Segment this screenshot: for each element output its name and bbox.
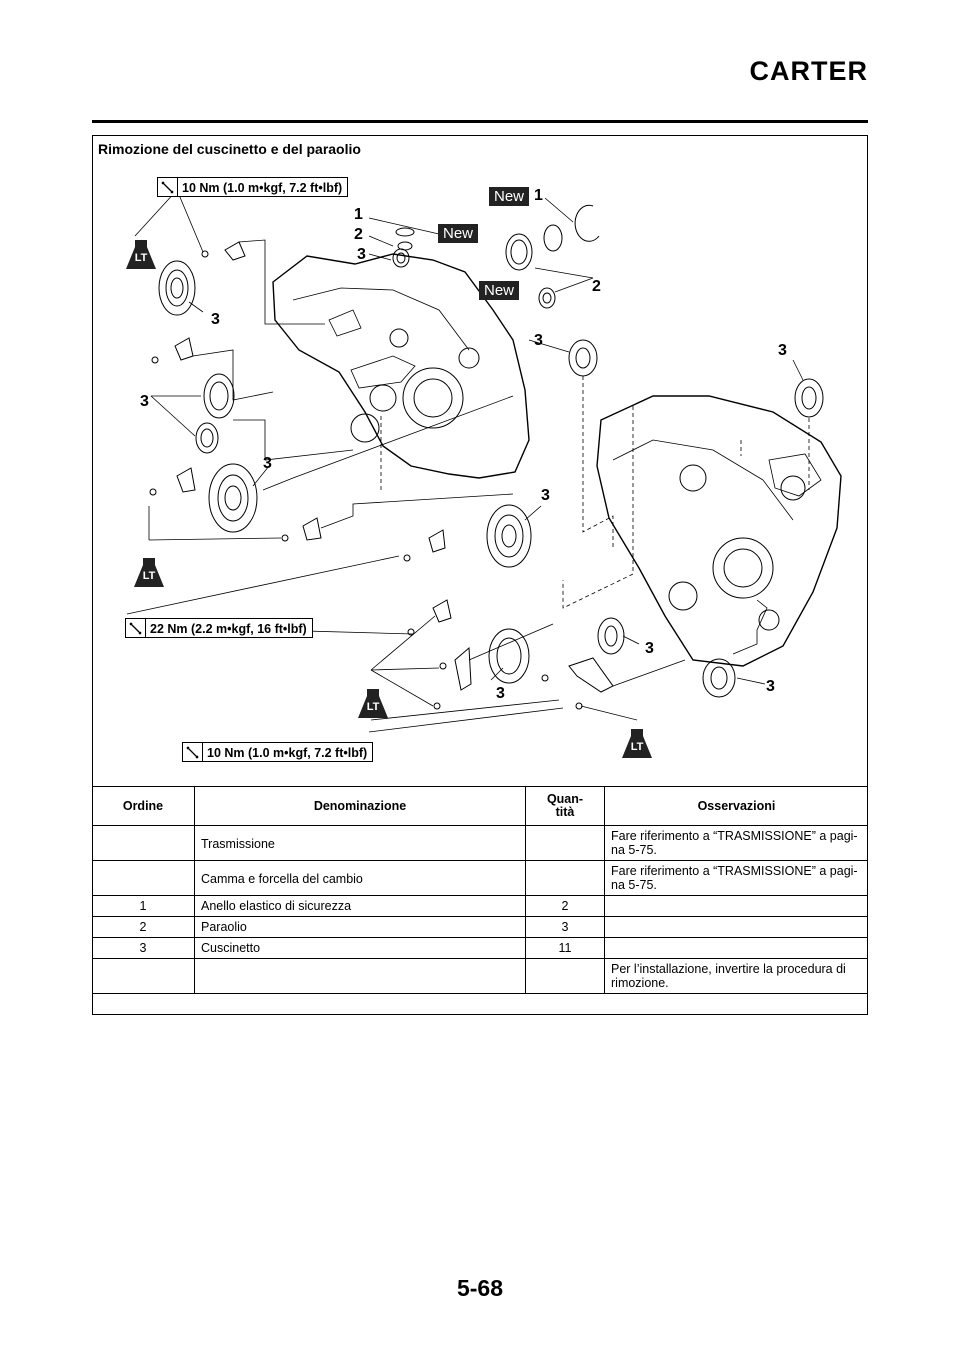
cell-name: Camma e forcella del cambio [194,860,526,896]
lt-badge-1: LT [124,238,158,277]
cell-notes [604,937,868,959]
retaining-plates [149,241,614,710]
header-rule [92,120,868,123]
table-row: Trasmissione Fare riferimento a “TRASMIS… [92,825,868,861]
torque-label-bottom: 10 Nm (1.0 m•kgf, 7.2 ft•lbf) [182,742,374,762]
table-header-row: Ordine Denominazione Quan- tità Osservaz… [92,786,868,826]
cell-name: Cuscinetto [194,937,526,959]
callout-3: 3 [496,685,505,702]
cell-qty: 3 [525,916,605,938]
callout-1: 1 [354,206,363,223]
table-row: Camma e forcella del cambio Fare riferim… [92,860,868,896]
callout-3: 3 [140,393,149,410]
crankcase-exploded-diagram [126,189,842,733]
right-crankcase-half [596,395,842,667]
new-badge-seal: New [479,281,520,300]
cell-notes: Fare riferimento a “TRASMISSIONE” a pagi… [604,860,868,896]
cell-order: 2 [92,916,195,938]
callout-2: 2 [354,226,363,243]
callout-3: 3 [263,455,272,472]
cell-name [194,958,526,994]
cell-qty [525,825,605,861]
callout-1: 1 [534,187,543,204]
torque-wrench-icon [126,619,146,637]
table-row: Per l’installazione, invertire la proced… [92,958,868,994]
cell-qty: 2 [525,895,605,917]
cell-order: 1 [92,895,195,917]
callout-3: 3 [645,640,654,657]
table-row: 1 Anello elastico di sicurezza 2 [92,895,868,917]
new-badge-circlip: New [489,187,530,206]
assembly-lines [126,189,810,733]
col-header-notes: Osservazioni [604,786,868,826]
torque-label-top: 10 Nm (1.0 m•kgf, 7.2 ft•lbf) [157,177,349,197]
torque-label-middle: 22 Nm (2.2 m•kgf, 16 ft•lbf) [125,618,313,638]
left-crankcase-half [272,253,530,479]
callout-3: 3 [211,311,220,328]
cell-qty [525,860,605,896]
page-number: 5-68 [456,1275,504,1301]
col-header-order: Ordine [92,786,195,826]
col-header-name: Denominazione [194,786,526,826]
lt-badge-3: LT [356,687,390,726]
lt-badge-2: LT [132,556,166,595]
torque-wrench-icon [183,743,203,761]
page-header-title: CARTER [749,56,868,86]
cell-notes: Per l’installazione, invertire la proced… [604,958,868,994]
bearings [158,248,824,698]
cell-name: Paraolio [194,916,526,938]
cell-order [92,958,195,994]
cell-notes [604,916,868,938]
new-badge-top-seal: New [438,224,479,243]
callout-2: 2 [592,278,601,295]
callout-3: 3 [357,246,366,263]
parts-table: Ordine Denominazione Quan- tità Osservaz… [92,786,868,994]
cell-name: Trasmissione [194,825,526,861]
callout-3: 3 [778,342,787,359]
callout-3: 3 [534,332,543,349]
section-title: Rimozione del cuscinetto e del paraolio [98,141,361,157]
content-frame [92,135,868,1015]
cell-notes: Fare riferimento a “TRASMISSIONE” a pagi… [604,825,868,861]
cell-name: Anello elastico di sicurezza [194,895,526,917]
cell-notes [604,895,868,917]
cell-qty [525,958,605,994]
callout-3: 3 [766,678,775,695]
cell-qty: 11 [525,937,605,959]
seals-and-circlips [395,204,600,309]
lt-badge-4: LT [620,727,654,766]
cell-order [92,860,195,896]
cell-order [92,825,195,861]
table-row: 2 Paraolio 3 [92,916,868,938]
torque-wrench-icon [158,178,178,196]
cell-order: 3 [92,937,195,959]
callout-3: 3 [541,487,550,504]
table-row: 3 Cuscinetto 11 [92,937,868,959]
col-header-qty: Quan- tità [525,786,605,826]
